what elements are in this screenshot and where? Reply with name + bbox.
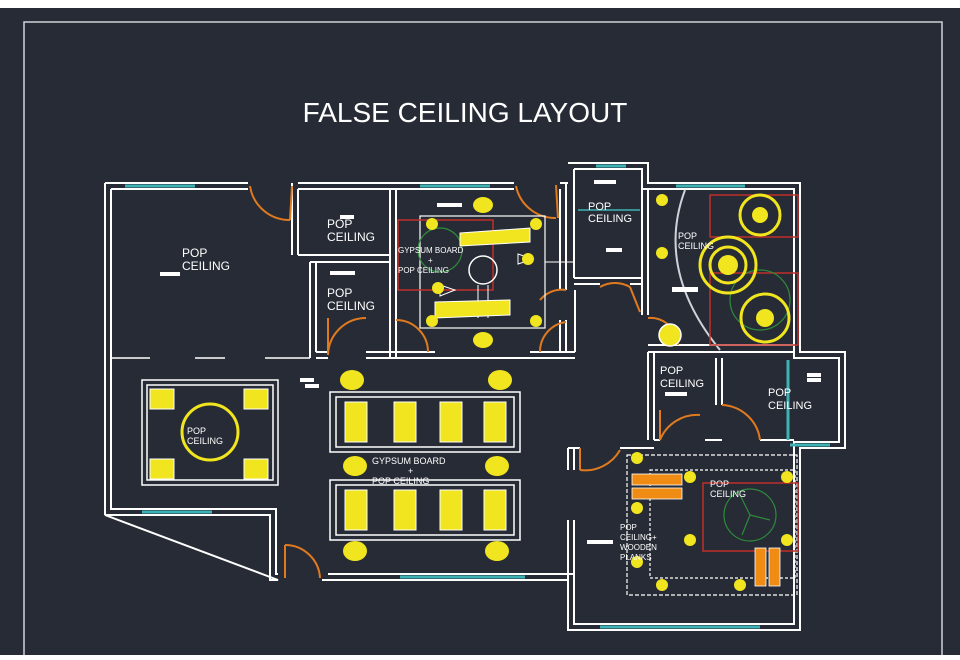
linear-light — [344, 489, 368, 531]
square-light — [243, 388, 269, 410]
spot-light — [340, 370, 364, 390]
linear-light — [393, 401, 417, 443]
outer-walls — [104, 162, 846, 631]
ring-light — [180, 402, 240, 462]
center-gypsum-panels — [329, 370, 521, 561]
linear-light — [344, 401, 368, 443]
spot-light — [343, 456, 367, 476]
linear-light — [393, 489, 417, 531]
square-light — [243, 458, 269, 480]
spot-light — [485, 456, 509, 476]
bottom-right-room — [626, 452, 799, 596]
marker-bars — [160, 180, 821, 544]
linear-light — [483, 489, 507, 531]
linear-light — [439, 489, 463, 531]
curved-ceiling-edge — [674, 189, 721, 351]
label-gypsum-center: GYPSUM BOARD+POP CEILING — [372, 456, 446, 486]
label-gypsum-top: GYPSUM BOARD+POP CEILING — [398, 246, 464, 275]
drawing-border — [23, 21, 943, 660]
gypsum-room — [397, 197, 575, 348]
top-edge — [0, 0, 960, 8]
wooden-plank — [631, 473, 683, 486]
windows — [125, 164, 830, 629]
square-light — [149, 388, 175, 410]
square-light — [149, 458, 175, 480]
doors — [249, 184, 761, 579]
spot-light — [343, 541, 367, 561]
left-pop-room — [141, 379, 279, 486]
spot-light — [488, 370, 512, 390]
wooden-plank — [768, 547, 781, 587]
right-ring-room — [656, 193, 799, 347]
linear-light — [483, 401, 507, 443]
spot-light — [485, 541, 509, 561]
wooden-plank — [754, 547, 767, 587]
wooden-plank — [631, 487, 683, 500]
linear-light — [439, 401, 463, 443]
page-title: FALSE CEILING LAYOUT — [303, 97, 628, 128]
